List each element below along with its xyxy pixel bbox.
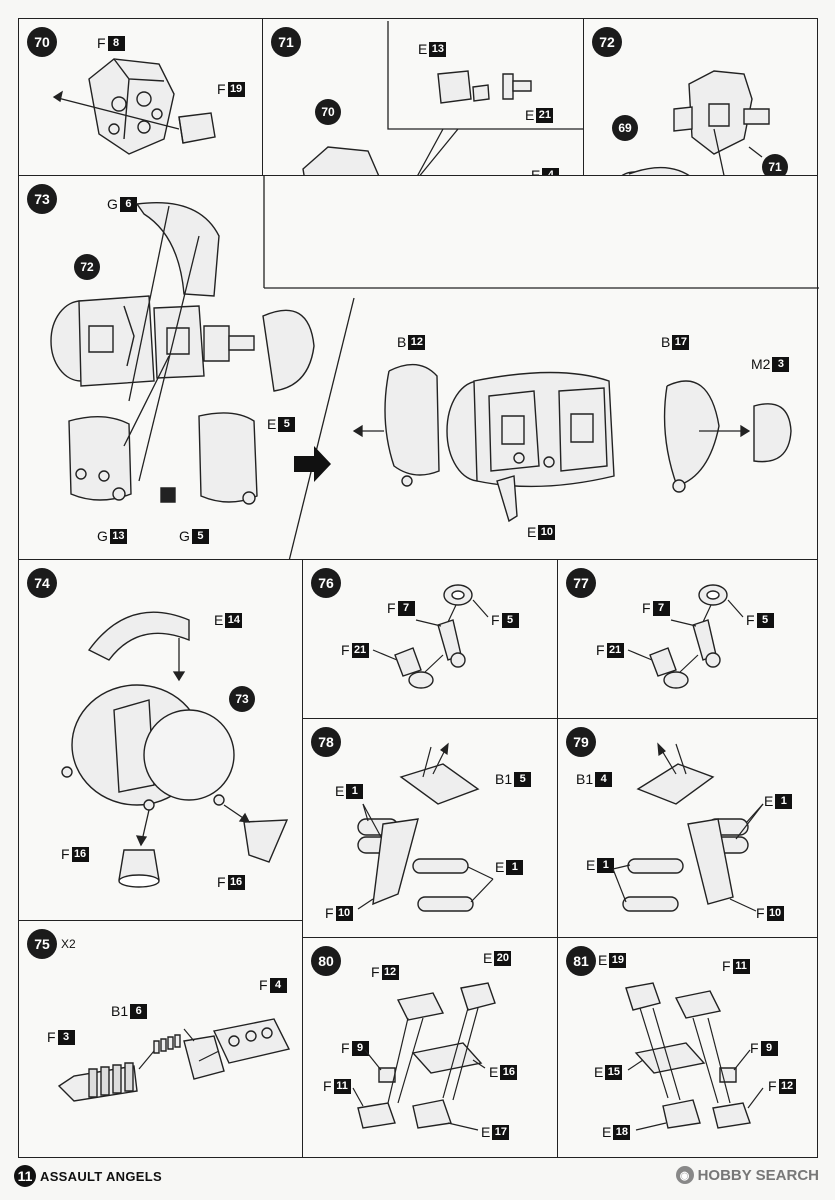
watermark: ◉ HOBBY SEARCH [675,1166,819,1184]
step-number-81: 81 [566,946,596,976]
reference-step-70: 70 [315,99,341,125]
product-title: ASSAULT ANGELS [40,1168,162,1184]
page-number: 11 [14,1165,36,1187]
step-number-80: 80 [311,946,341,976]
footer-brand: 11 ASSAULT ANGELS [14,1165,162,1187]
step-number-79: 79 [566,727,596,757]
step-number-74: 74 [27,568,57,598]
watermark-logo-icon: ◉ [675,1166,694,1184]
step-80-illustration [303,938,559,1159]
step-number-76: 76 [311,568,341,598]
reference-step-69: 69 [612,115,638,141]
reference-step-72: 72 [74,254,100,280]
step-number-77: 77 [566,568,596,598]
step-number-70: 70 [27,27,57,57]
step-number-71: 71 [271,27,301,57]
step-76-illustration [303,560,559,720]
step-70-illustration [19,19,264,177]
step-78-illustration [303,719,559,939]
step-73-illustration [19,176,819,561]
step-number-78: 78 [311,727,341,757]
step-77-illustration [558,560,819,720]
step-number-73: 73 [27,184,57,214]
step-79-illustration [558,719,819,939]
watermark-text: HOBBY SEARCH [697,1166,819,1184]
reference-step-73: 73 [229,686,255,712]
multiplier-x2: X2 [61,937,76,951]
step-74-illustration [19,560,304,922]
step-number-72: 72 [592,27,622,57]
step-number-75: 75 [27,929,57,959]
step-81-illustration [558,938,819,1159]
step-75-illustration [19,921,304,1159]
